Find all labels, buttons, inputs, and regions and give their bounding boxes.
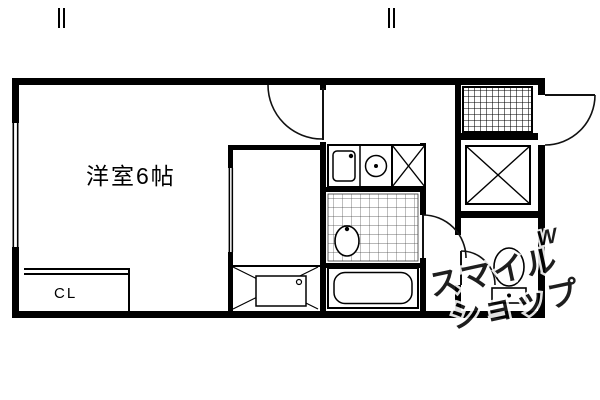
watermark: スマイル ショップ W: [424, 222, 587, 338]
tick-line: [393, 8, 395, 28]
watermark-logo: W: [535, 224, 561, 251]
window-icon: [12, 123, 15, 247]
wall-under-storage: [461, 133, 538, 140]
storage-hatch-box: [462, 86, 533, 133]
stove-burner-icon: [364, 154, 388, 178]
wall-closet-left-upper: [228, 150, 233, 168]
wall-spine-top: [320, 85, 326, 90]
tank-button: [507, 293, 511, 298]
top-tick-marks: [58, 8, 395, 28]
wall-top: [12, 78, 545, 85]
wash-basin-icon: [334, 225, 360, 257]
window-icon: [16, 123, 19, 247]
wall-bath-right-lower: [420, 258, 426, 311]
washroom: [327, 193, 419, 262]
toilet-room: [491, 247, 527, 304]
closet-sliding-door-icon: [231, 168, 234, 252]
closet-sliding-door-icon: [24, 268, 130, 270]
tick-line: [388, 8, 390, 28]
wall-closet-left-lower: [228, 252, 233, 311]
closet-divider-line: [228, 265, 320, 267]
bathtub-icon: [333, 271, 413, 305]
faucet-icon: [344, 226, 350, 232]
drain-icon: [295, 278, 303, 286]
wall-kitchen-bath: [326, 187, 426, 192]
cl-side-line: [128, 268, 130, 311]
wall-spine-main: [320, 142, 326, 311]
wall-left-lower: [12, 247, 19, 311]
toilet-icon: [493, 247, 525, 287]
diagonal-mark: [465, 145, 531, 205]
door-swing-arc-icon: [267, 84, 323, 140]
closet-lower: [232, 266, 319, 310]
entry-step-box: [465, 145, 531, 205]
wall-bottom: [12, 311, 545, 318]
wall-left-upper: [12, 85, 19, 123]
wall-rightcol-lower: [455, 285, 461, 311]
outer-walls: [12, 78, 545, 318]
diagonal-mark: [391, 144, 426, 188]
kitchen-unit: [327, 144, 426, 188]
kitchen-sink-icon: [332, 150, 356, 182]
wall-right-upper: [538, 85, 545, 95]
faucet-icon: [348, 153, 354, 159]
bathroom: [327, 267, 419, 309]
closet-sliding-door-icon: [228, 168, 231, 252]
closet-sliding-door-icon: [24, 273, 130, 275]
bathtub-outer: [327, 267, 419, 309]
room-label: 洋室6帖: [86, 163, 176, 189]
door-swing-arc-icon: [460, 250, 496, 286]
tick-line: [63, 8, 65, 28]
doors: [267, 84, 596, 286]
washing-machine-pan-icon: [255, 275, 307, 307]
wall-closet-top: [228, 145, 325, 150]
door-swing-arc-icon: [422, 214, 467, 259]
wall-above-toilet: [461, 211, 538, 218]
wall-right-lower: [538, 145, 545, 311]
burner-center-dot: [374, 164, 378, 168]
wall-bath-tub: [326, 263, 426, 268]
door-swing-arc-icon: [544, 94, 596, 146]
wall-rightcol-upper: [455, 85, 461, 235]
cross-hatch-storage-icon: [462, 86, 533, 133]
tick-line: [58, 8, 60, 28]
cl-closet: CL: [24, 268, 130, 311]
closet-label: CL: [54, 285, 77, 302]
